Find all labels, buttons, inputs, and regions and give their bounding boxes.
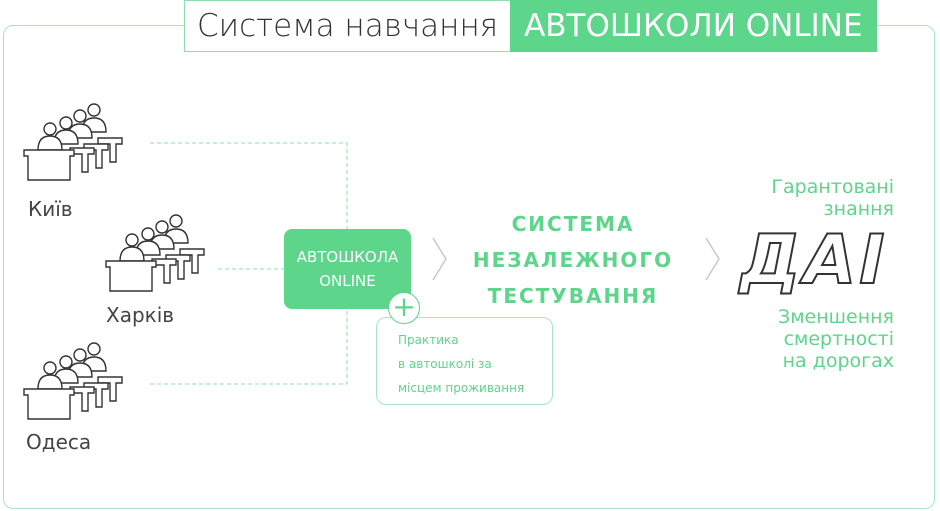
plus-icon: + [388, 292, 420, 324]
classroom-icon [23, 342, 123, 420]
title-banner: Система навчання АВТОШКОЛИ ONLINE [184, 0, 877, 52]
connector-kyiv [150, 142, 348, 229]
online-school-box: АВТОШКОЛА ONLINE [284, 229, 411, 309]
title-right: АВТОШКОЛИ ONLINE [510, 0, 877, 52]
title-left: Система навчання [184, 0, 511, 52]
fewer-deaths: Зменшення смертності на дорогах [694, 306, 894, 372]
dai-logo: ДАІ [739, 221, 888, 300]
connector-odesa [150, 309, 348, 385]
classroom-icon [23, 103, 123, 181]
school-line-2: ONLINE [319, 272, 376, 290]
result-top-1: Гарантовані [771, 176, 894, 198]
result-top-2: знання [823, 198, 894, 220]
city-kharkiv: Харків [106, 303, 175, 327]
chevron-right-icon [432, 237, 447, 281]
practice-line-3: місцем проживання [398, 381, 525, 395]
school-line-1: АВТОШКОЛА [296, 248, 399, 266]
practice-box: Практика в автошколі за місцем проживанн… [376, 317, 553, 405]
system-line-1: СИСТЕМА [511, 212, 635, 236]
city-kyiv: Київ [28, 197, 73, 221]
city-odesa: Одеса [26, 430, 92, 454]
system-line-2: НЕЗАЛЕЖНОГО [472, 248, 674, 272]
classroom-icon [105, 214, 205, 292]
testing-system-label: СИСТЕМА НЕЗАЛЕЖНОГО ТЕСТУВАННЯ [468, 206, 678, 314]
practice-line-1: Практика [398, 333, 459, 347]
practice-line-2: в автошколі за [398, 357, 492, 371]
result-bottom-2: смертності [783, 328, 894, 350]
result-bottom-1: Зменшення [778, 306, 894, 328]
chevron-right-icon [705, 237, 720, 281]
result-bottom-3: на дорогах [782, 350, 894, 372]
guaranteed-knowledge: Гарантовані знання [694, 176, 894, 220]
system-line-3: ТЕСТУВАННЯ [487, 284, 659, 308]
